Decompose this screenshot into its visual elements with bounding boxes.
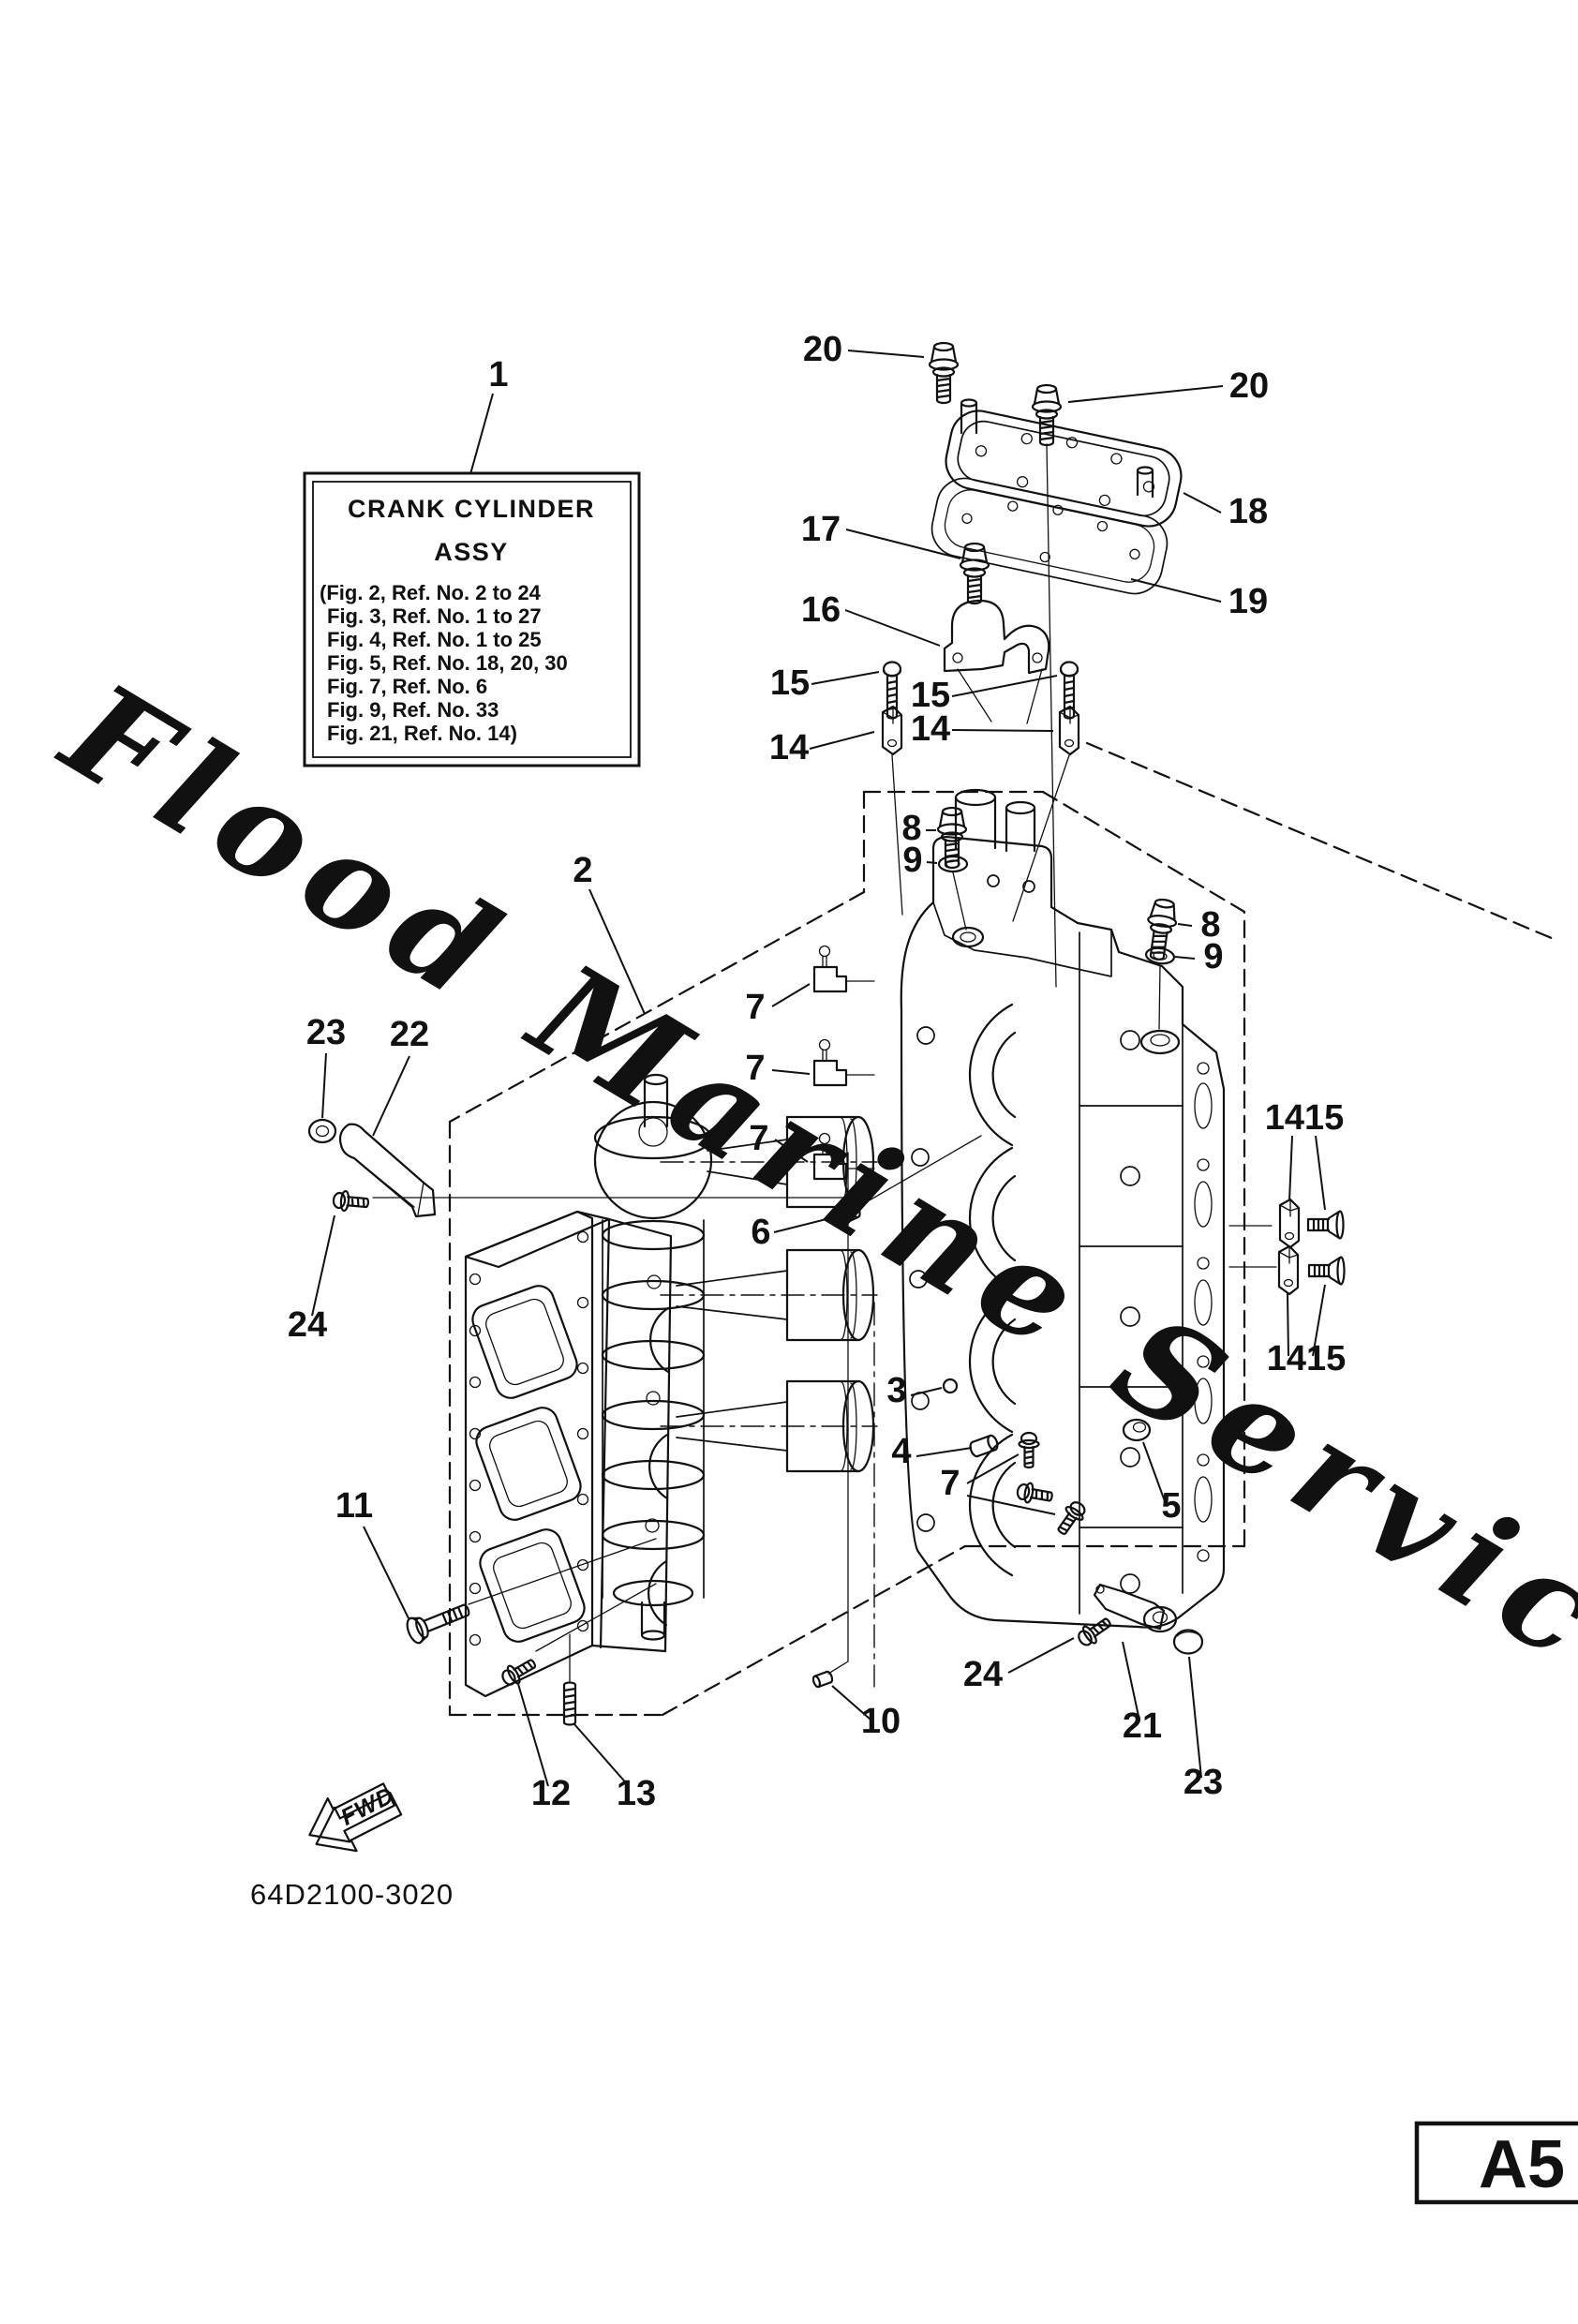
callout-15a: 15 <box>770 663 810 703</box>
callout-7c: 7 <box>749 1119 768 1158</box>
callout-1: 1 <box>488 355 508 395</box>
callout-3: 3 <box>886 1371 906 1410</box>
cylinder-block-and-crankshaft <box>464 1073 878 1698</box>
callout-8a: 8 <box>901 809 921 848</box>
callout-20a: 20 <box>803 330 842 369</box>
info-box: CRANK CYLINDER ASSY (Fig. 2, Ref. No. 2 … <box>303 471 641 767</box>
callout-11: 11 <box>335 1486 373 1526</box>
bracket-16 <box>943 599 1050 724</box>
callout-8b: 8 <box>1200 905 1220 945</box>
callout-7a: 7 <box>745 988 765 1027</box>
page-code-box: A5 <box>1414 2121 1578 2205</box>
callout-16: 16 <box>801 590 841 630</box>
callout-1415b: 1415 <box>1267 1339 1347 1378</box>
callout-5: 5 <box>1161 1486 1181 1526</box>
callout-2: 2 <box>573 851 592 890</box>
engine-drawing <box>307 341 1556 1787</box>
callout-9a: 9 <box>902 841 922 880</box>
info-box-line-5: Fig. 7, Ref. No. 6 <box>327 675 487 698</box>
callout-14a: 14 <box>769 728 809 767</box>
phantom-outline <box>448 741 1556 1717</box>
callout-17: 17 <box>801 510 841 549</box>
callout-9b: 9 <box>1203 937 1223 976</box>
callout-1415a: 1415 <box>1265 1098 1345 1138</box>
callout-labels: 1 2 20 20 18 19 17 16 15 14 15 14 8 9 8 … <box>288 330 1346 1813</box>
bolt-washer-sets <box>936 806 1181 1055</box>
callout-14b: 14 <box>911 709 950 749</box>
info-box-line-2: Fig. 3, Ref. No. 1 to 27 <box>327 604 542 628</box>
callout-24a: 24 <box>288 1305 327 1345</box>
page-code: A5 <box>1479 2127 1565 2202</box>
callout-23b: 23 <box>1184 1763 1223 1802</box>
info-box-line-7: Fig. 21, Ref. No. 14) <box>327 722 517 745</box>
callout-4: 4 <box>891 1432 911 1471</box>
callout-13: 13 <box>617 1774 656 1813</box>
callout-10: 10 <box>861 1702 901 1741</box>
callout-15b: 15 <box>911 676 950 715</box>
callout-7b: 7 <box>745 1049 765 1088</box>
callout-6: 6 <box>751 1213 770 1252</box>
info-box-line-3: Fig. 4, Ref. No. 1 to 25 <box>327 628 542 651</box>
callout-12: 12 <box>531 1774 571 1813</box>
callout-23a: 23 <box>306 1013 346 1052</box>
info-box-line-6: Fig. 9, Ref. No. 33 <box>327 698 499 722</box>
callout-21: 21 <box>1123 1706 1162 1746</box>
callout-24b: 24 <box>963 1655 1003 1694</box>
fwd-arrow: FWD <box>308 1782 403 1853</box>
anchor-pins-top <box>881 661 1080 922</box>
info-box-line-1: (Fig. 2, Ref. No. 2 to 24 <box>320 581 542 604</box>
leader-lines <box>311 350 1326 1787</box>
fwd-arrow-label: FWD <box>336 1782 398 1831</box>
info-box-line-4: Fig. 5, Ref. No. 18, 20, 30 <box>327 651 568 675</box>
watermark-text: Flood Marine Services <box>37 653 1578 1794</box>
callout-19: 19 <box>1228 582 1268 621</box>
drawing-number: 64D2100-3020 <box>250 1878 454 1911</box>
callout-18: 18 <box>1228 492 1268 531</box>
callout-7d: 7 <box>940 1464 960 1503</box>
cylinder-head-cover-assembly <box>928 341 1183 988</box>
info-box-title-1: CRANK CYLINDER <box>348 495 595 523</box>
info-box-title-2: ASSY <box>434 538 509 566</box>
callout-20b: 20 <box>1229 366 1269 406</box>
callout-22: 22 <box>390 1015 429 1054</box>
small-parts <box>307 945 1346 1726</box>
